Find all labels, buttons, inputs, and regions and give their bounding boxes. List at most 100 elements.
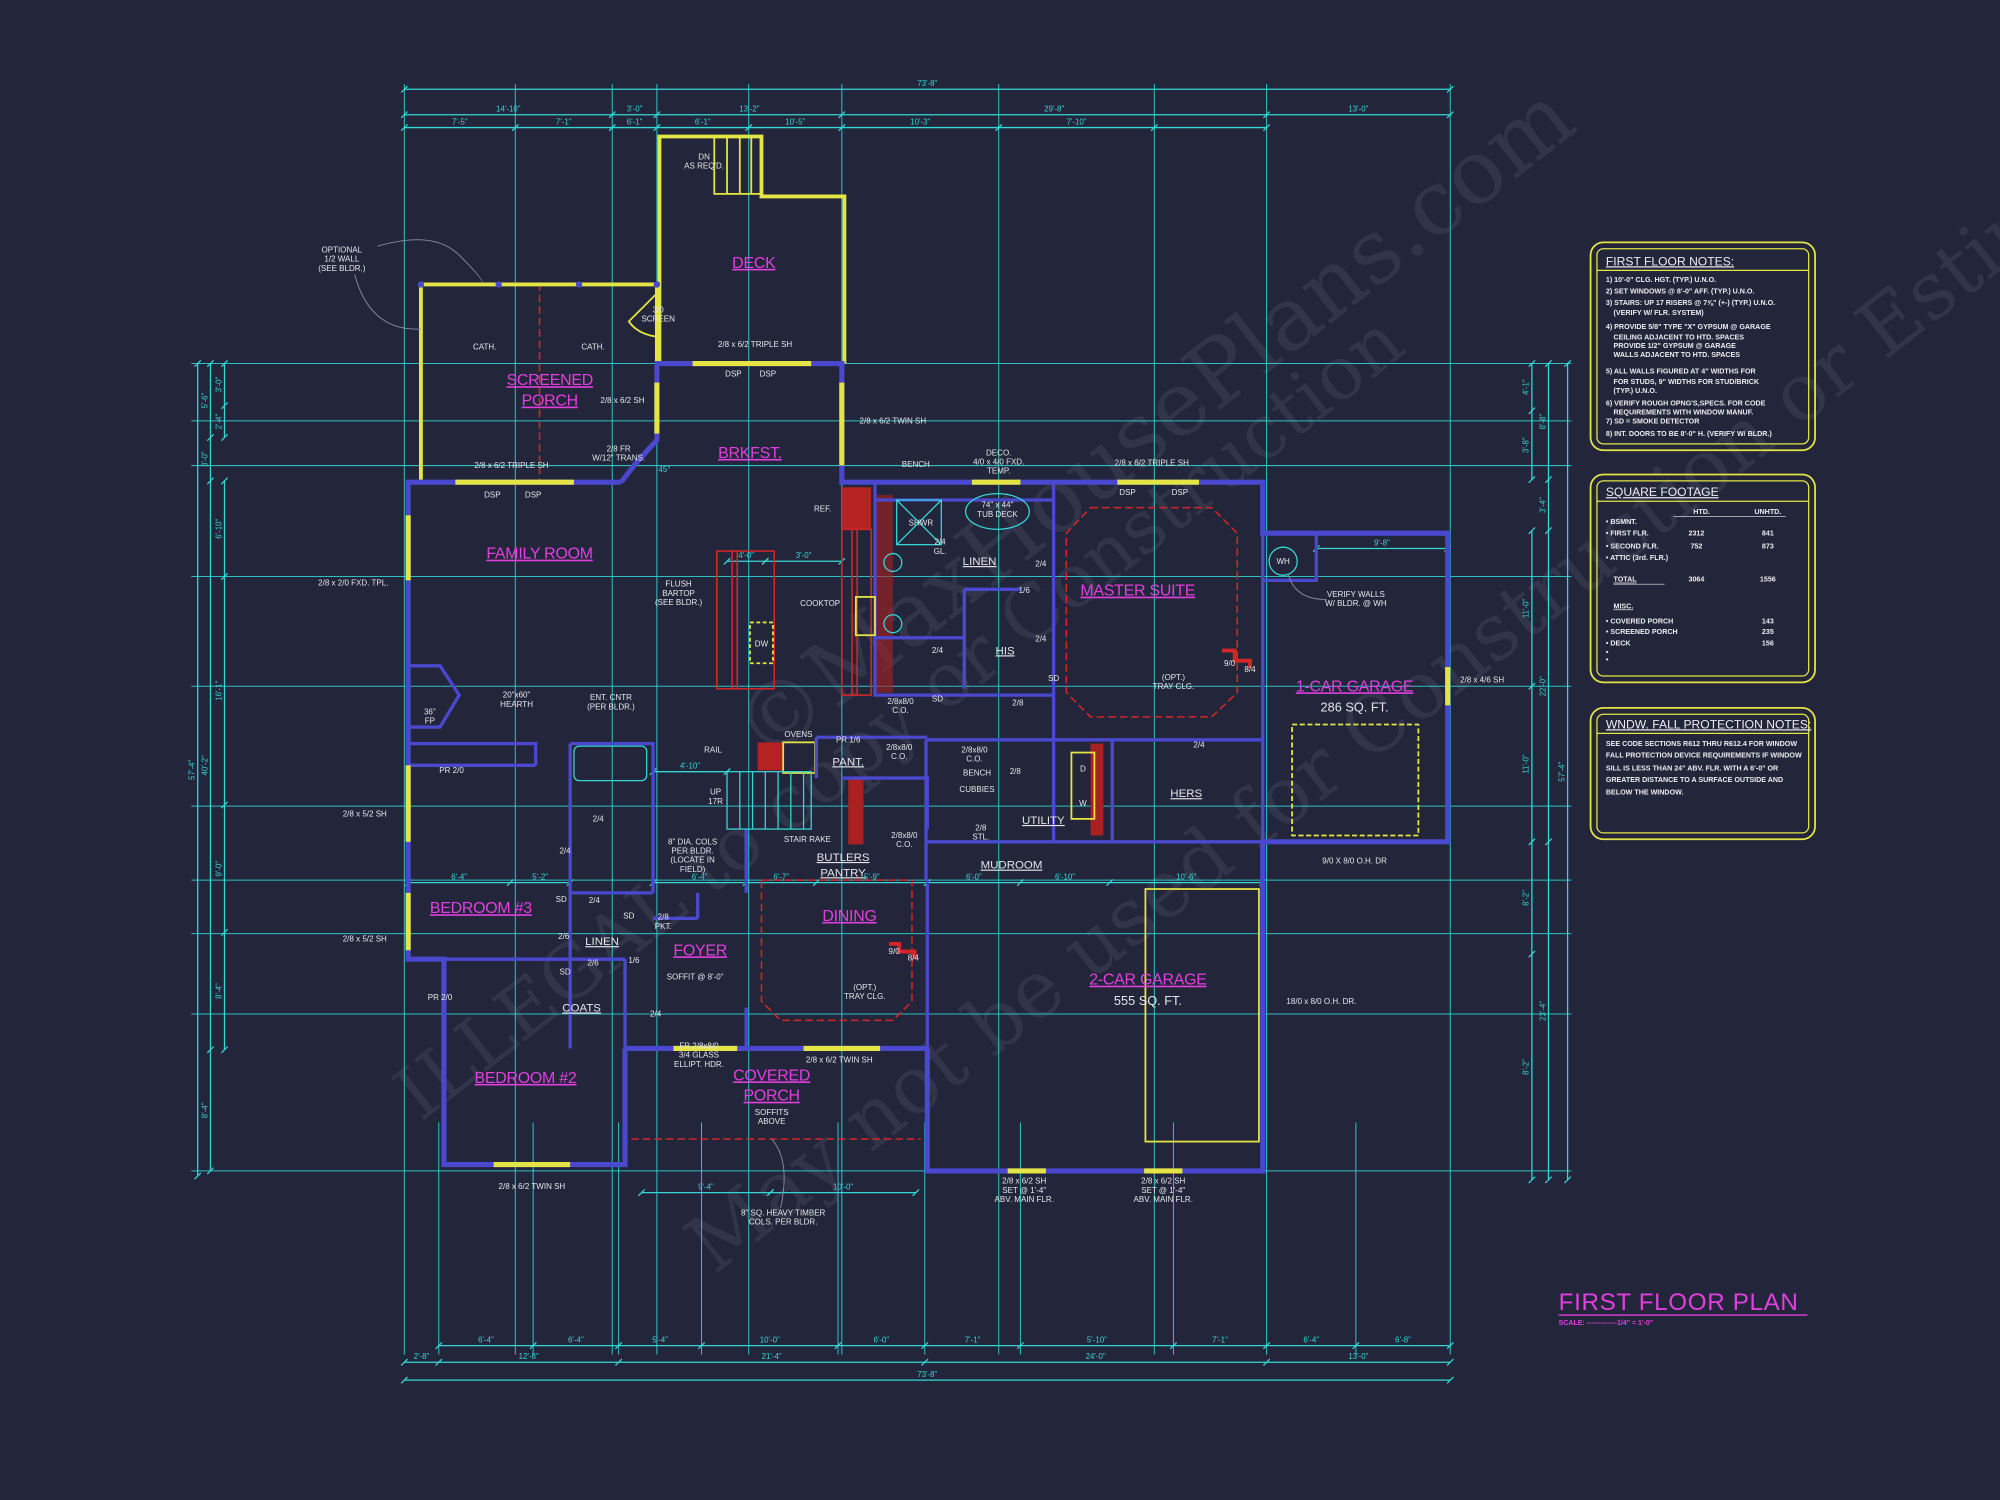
tub-deck: [964, 492, 1030, 530]
room-label-screened-porch-line: PORCH: [522, 393, 578, 410]
annotation-deco-window-line: TEMP.: [987, 467, 1010, 476]
annotation-deck-window: 2/8 x 6/2 TRIPLE SH: [718, 340, 792, 349]
annotation-wh: WH: [1276, 557, 1290, 566]
annotation-sd-1: SD: [932, 695, 943, 704]
first-floor-note-line: PROVIDE 1/2" GYPSUM @ GARAGE: [1614, 342, 1737, 350]
left-dimension-inner-label: 16'-1": [214, 680, 223, 700]
first-floor-note-line: REQUIREMENTS WITH WINDOW MANUF.: [1614, 409, 1754, 417]
annotation-up-17r-line: 17R: [708, 797, 723, 806]
interior-dimension-label: 6'-4": [692, 872, 708, 881]
annotation-door-16-linen: 1/6: [1019, 586, 1031, 595]
dimension-tick: [400, 1376, 408, 1384]
annotation-dw: DW: [755, 640, 769, 649]
porch-dimension-label: 9'-4": [698, 1182, 714, 1191]
dimension-tick: [637, 1188, 646, 1197]
room-label-butlers-pantry-line: PANTRY: [820, 867, 866, 879]
annotation-co-1-line: C.O.: [892, 706, 908, 715]
deck-and-porch-outline: [417, 134, 1420, 1143]
right-dimension-mid-label: 22'-0": [1538, 676, 1547, 696]
room-label-covered-porch-line: COVERED: [733, 1067, 810, 1084]
first-floor-notes-panel: FIRST FLOOR NOTES: 1) 10'-0" CLG. HGT. (…: [1589, 241, 1816, 452]
annotation-sd-5: SD: [559, 967, 570, 976]
bottom-dimension-row1-label: 6'-4": [478, 1335, 494, 1344]
square-footage-heading: SQUARE FOOTAGE: [1606, 485, 1719, 499]
dimension-tick: [1446, 1358, 1454, 1366]
room-label-linen-hall: LINEN: [585, 936, 619, 948]
dimension-tick: [838, 111, 846, 119]
shower: [896, 499, 942, 546]
annotation-deco-window-line: DECO.: [986, 448, 1011, 457]
annotation-door-24-b: 2/4: [559, 846, 571, 855]
annotation-cols-line: FIELD): [680, 865, 706, 874]
top-dimension-row3-label: 7'-1": [556, 117, 572, 126]
annotation-sd-4: SD: [623, 911, 634, 920]
dimension-tick: [1544, 1176, 1553, 1184]
annotation-door-26-b: 2/6: [588, 959, 600, 968]
annotation-tub-deck-line: 74" x 44": [981, 501, 1013, 510]
annotation-dining-9-0: 9/0: [889, 947, 901, 956]
dimension-tick: [220, 433, 229, 442]
dimension-tick: [1262, 1342, 1271, 1350]
dimension-tick: [1262, 123, 1271, 132]
annotation-cols-line: (LOCATE IN: [670, 856, 715, 865]
fall-protection-panel: WNDW. FALL PROTECTION NOTES: SEE CODE SE…: [1589, 707, 1816, 841]
dimension-tick: [435, 1358, 443, 1366]
right-dimension-inner-label: 3'-8": [1522, 437, 1531, 453]
annotation-hearth-line: HEARTH: [500, 700, 533, 709]
sqft-row-label: • BSMNT.: [1606, 518, 1637, 526]
sqft-misc-label: • COVERED PORCH: [1606, 618, 1673, 626]
bottom-dimension-row1-label: 6'-8": [1395, 1335, 1411, 1344]
annotation-door-24-a: 2/4: [593, 814, 605, 823]
annotation-door-28-a: 2/8: [1012, 698, 1024, 707]
interior-walls-center: [744, 735, 929, 1049]
annotation-garage-sh-1-line: 2/8 x 6/2 SH: [1002, 1177, 1046, 1186]
annotation-shwr: SHWR: [909, 519, 934, 528]
annotation-ohd-1: 9/0 X 8/0 O.H. DR: [1322, 857, 1387, 866]
dimension-tick: [1544, 475, 1553, 484]
annotation-pr-20-b: PR 2/0: [428, 993, 453, 1002]
left-dimension-mid-label: 8'-4": [200, 1102, 209, 1118]
dimension-tick: [912, 1188, 920, 1197]
utility-counter: [1090, 743, 1104, 836]
bottom-dimension-row1-label: 7'-1": [965, 1335, 981, 1344]
plan-title: FIRST FLOOR PLAN: [1559, 1289, 1799, 1316]
room-label-screened-porch-line: SCREENED: [506, 372, 593, 389]
dimension-tick: [812, 879, 820, 887]
dimension-tick: [608, 123, 616, 132]
first-floor-note-line: CEILING ADJACENT TO HTD. SPACES: [1614, 333, 1745, 341]
bottom-dimension-row1-label: 6'-4": [568, 1335, 584, 1344]
dimension-tick: [220, 928, 229, 937]
annotation-brkfst-twin: 2/8 x 6/2 TWIN SH: [860, 416, 927, 425]
dimension-tick: [1016, 1342, 1025, 1350]
dimension-tick: [220, 572, 229, 581]
dimension-tick: [206, 477, 215, 485]
bottom-dimension-row2-label: 2'-8": [414, 1352, 430, 1361]
annotation-co-2-line: C.O.: [891, 752, 907, 761]
dimension-tick: [220, 1046, 229, 1054]
room-label-deck: DECK: [732, 255, 776, 272]
dimension-tick: [529, 1342, 537, 1350]
sqft-misc-label: • DECK: [1606, 639, 1632, 647]
annotation-timber-line: 8" SQ. HEAVY TIMBER: [741, 1209, 826, 1218]
room-label-utility: UTILITY: [1022, 815, 1065, 827]
annotation-tub-deck-line: TUB DECK: [977, 510, 1018, 519]
dimension-tick: [761, 557, 769, 565]
bottom-dimension-row2-label: 24'-0": [1086, 1352, 1106, 1361]
dimension-tick: [1544, 359, 1553, 368]
first-floor-note-line: 1) 10'-0" CLG. HGT. (TYP.) U.N.O.: [1606, 276, 1716, 284]
dimension-tick: [400, 1358, 408, 1366]
annotation-cath-2: CATH.: [581, 342, 604, 351]
annotation-timber-line: COLS. PER BLDR.: [749, 1218, 818, 1227]
washer-dryer: [1070, 751, 1096, 820]
garage-2-door-track: [1144, 888, 1260, 1143]
dimension-tick: [1544, 526, 1553, 535]
dimension-tick: [206, 433, 215, 442]
dimension-grid: [191, 84, 1572, 1355]
annotation-garage-sh-1-line: ABV. MAIN FLR.: [995, 1195, 1054, 1204]
island-dimension-label: 4'-0": [738, 551, 754, 560]
annotation-optional-wall-line: (SEE BLDR.): [318, 264, 366, 273]
sqft-total-unheated: 1556: [1760, 576, 1776, 584]
